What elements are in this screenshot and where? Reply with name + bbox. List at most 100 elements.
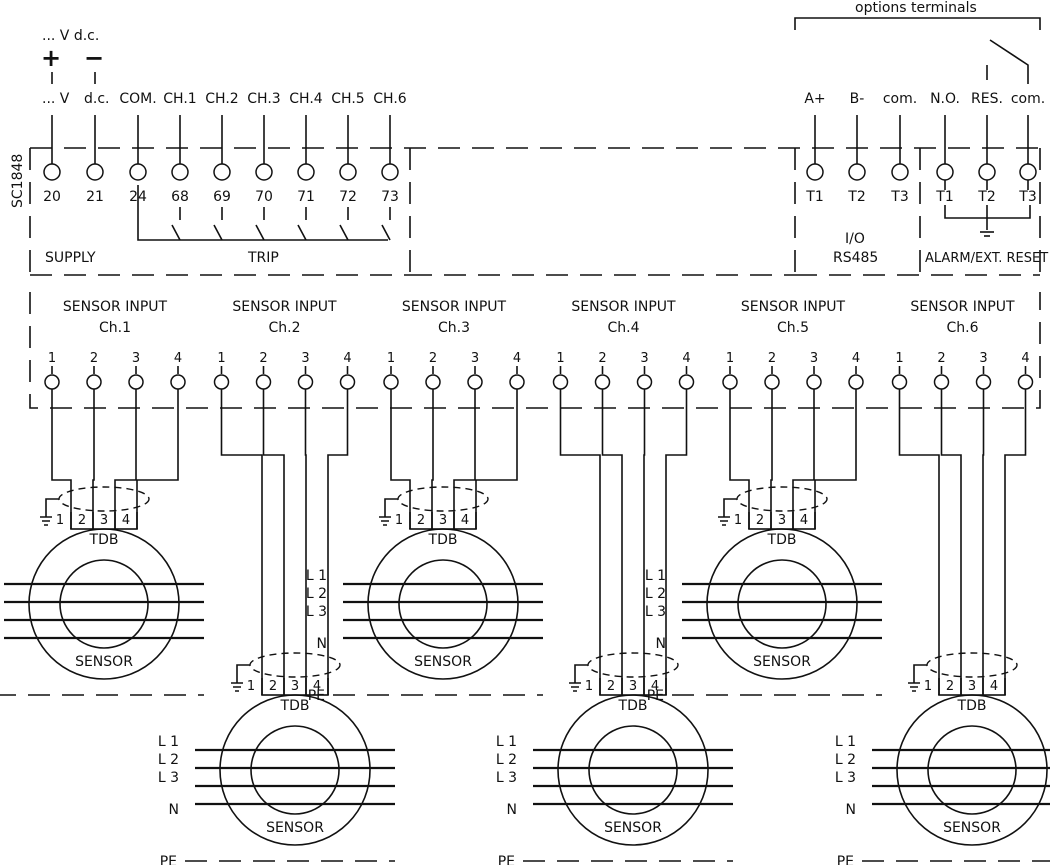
- sensor-bottom-label: SENSOR: [75, 654, 133, 670]
- terminal-screw: [978, 163, 996, 181]
- rs485-terminal: com.T3: [883, 91, 917, 205]
- input-pin-number: 3: [810, 351, 818, 366]
- phase-label: N: [169, 802, 179, 818]
- sensor-wire: [327, 389, 349, 695]
- sensor-wire-number: 1: [734, 513, 742, 528]
- input-terminal: [764, 374, 780, 390]
- sensor-top-label: TDB: [767, 532, 797, 548]
- sensor-input-title: SENSOR INPUT: [571, 299, 676, 315]
- sensor-wire-number: 4: [800, 513, 808, 528]
- input-pin-number: 3: [979, 351, 987, 366]
- input-pin-number: 4: [682, 351, 690, 366]
- phase-label: N: [317, 636, 327, 652]
- sensor-wire-number: 1: [585, 679, 593, 694]
- sensor-outer-ring: [28, 528, 180, 680]
- ground-wire: [45, 498, 59, 517]
- terminal-screw: [806, 163, 824, 181]
- input-pin-number: 4: [1021, 351, 1029, 366]
- main-terminal-box: [29, 147, 1041, 276]
- sensor-wire: [304, 389, 307, 695]
- sensor-wire: [390, 389, 411, 529]
- input-pin-number: 1: [48, 351, 56, 366]
- input-terminal: [975, 374, 992, 390]
- terminal-name: A+: [804, 91, 825, 107]
- input-terminal: [806, 374, 822, 390]
- sensor-wire-number: 4: [461, 513, 469, 528]
- sensor-wire: [559, 389, 601, 695]
- alarm-reset-label: ALARM/EXT. RESET: [925, 251, 1048, 266]
- ground-wire: [913, 664, 927, 683]
- phase-label: L 1: [306, 568, 327, 584]
- sensor-input-channel-label: Ch.6: [946, 320, 978, 336]
- sensor-input-strip: SENSOR INPUT Ch.1 1 2 3 4 SENSOR INPUT Ch.2 1 2 3 4…: [44, 299, 1034, 390]
- phase-label: N: [507, 802, 517, 818]
- input-terminal: [678, 374, 695, 390]
- sensor-wire-number: 2: [946, 679, 954, 694]
- pe-label: PE: [647, 688, 664, 704]
- cable-shield: [249, 652, 341, 678]
- sensor-outer-ring: [557, 694, 709, 846]
- sensor-wire-number: 2: [417, 513, 425, 528]
- input-terminal: [255, 374, 272, 390]
- terminal-number: 69: [213, 189, 231, 205]
- terminal-number: 70: [255, 189, 273, 205]
- sensor-wire-number: 4: [651, 679, 659, 694]
- terminal-number: T3: [1018, 189, 1036, 205]
- sensor-wire: [770, 389, 773, 529]
- sensor-wire: [1004, 389, 1027, 695]
- input-terminal: [383, 374, 399, 390]
- sensor-input-title: SENSOR INPUT: [910, 299, 1015, 315]
- supply-voltage-left: ... V: [42, 91, 70, 107]
- sensor-top-label: TDB: [957, 698, 987, 714]
- rs485-label-io: I/O: [845, 231, 865, 247]
- relay-contact: [944, 39, 1031, 237]
- sensor-input-box: [29, 292, 1041, 409]
- supply-label: SUPPLY: [45, 250, 96, 266]
- sensor-wire-number: 3: [778, 513, 786, 528]
- phase-label: L 2: [306, 586, 327, 602]
- sensor-input-channel-label: Ch.2: [268, 320, 300, 336]
- terminal-screw: [255, 163, 273, 181]
- supply-plus-sign: +: [41, 44, 61, 72]
- input-terminal: [44, 374, 60, 390]
- sensor-wire: [136, 389, 179, 529]
- sensor-input-channel-label: Ch.1: [99, 320, 131, 336]
- ground-wire: [574, 664, 588, 683]
- terminal-screw: [936, 163, 954, 181]
- terminal-number: 21: [86, 189, 104, 205]
- phase-label: L 1: [158, 734, 179, 750]
- terminal-screw: [129, 163, 147, 181]
- alarm-terminal: N.O.T1: [930, 91, 960, 205]
- trip-label: TRIP: [247, 250, 279, 266]
- terminal-screw: [43, 163, 61, 181]
- ground-wire: [384, 498, 398, 517]
- terminal-number: 73: [381, 189, 399, 205]
- terminal-name: RES.: [971, 91, 1003, 107]
- input-pin-number: 1: [387, 351, 395, 366]
- sensor-wire: [643, 389, 646, 695]
- terminal-screw: [86, 163, 104, 181]
- terminal-name: com.: [1011, 91, 1045, 107]
- sensor-wire-number: 3: [439, 513, 447, 528]
- sensor-wire: [51, 389, 72, 529]
- input-pin-number: 2: [90, 351, 98, 366]
- terminal-number: 20: [43, 189, 61, 205]
- input-terminal: [297, 374, 314, 390]
- terminal-number: T2: [977, 189, 995, 205]
- terminal-screw: [381, 163, 399, 181]
- sensor-top-label: TDB: [618, 698, 648, 714]
- ground-icon: [40, 516, 52, 526]
- input-terminal: [848, 374, 864, 390]
- input-pin-number: 2: [259, 351, 267, 366]
- sensor-wire-number: 4: [122, 513, 130, 528]
- sensor-wire-number: 1: [56, 513, 64, 528]
- sensor-wire-number: 1: [924, 679, 932, 694]
- sensor-wire-number: 2: [269, 679, 277, 694]
- terminal-number: 68: [171, 189, 189, 205]
- terminal-number: T1: [935, 189, 953, 205]
